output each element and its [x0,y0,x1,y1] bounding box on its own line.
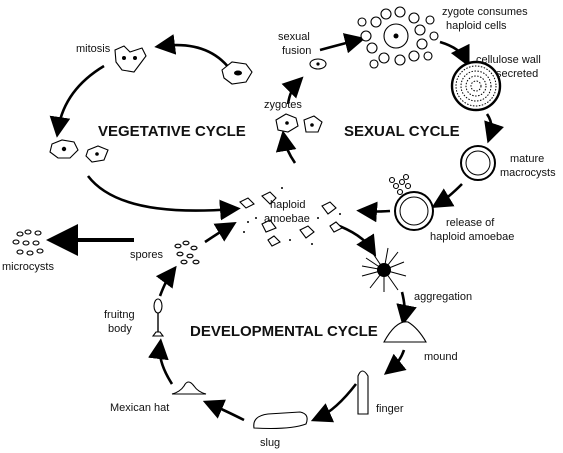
zygote-cluster [357,6,439,69]
arrow-to-zygotes [275,130,297,164]
label-zygote-consumes-1: zygote consumes [442,6,528,18]
arrow-mound-to-finger [383,349,407,375]
arrow-fruiting-to-spores [155,265,177,297]
label-mitosis: mitosis [76,43,111,55]
finger-shape [357,370,369,415]
developmental-cycle-title: DEVELOPMENTAL CYCLE [190,323,378,340]
stage-labels: mitosis zygotes sexual fusion zygote con… [2,6,556,449]
label-mound: mound [424,351,458,363]
label-sexual-fusion-2: fusion [282,45,311,57]
label-mexican-hat: Mexican hat [110,402,169,414]
arrow-release-to-haploid [356,201,391,223]
label-release-1: release of [446,217,495,229]
mitosis-amoeba [114,45,147,73]
label-slug: slug [260,437,280,449]
sexual-fusion-cell [309,58,327,70]
microcysts-group [12,229,44,256]
arrow-vegetative-top [154,34,234,73]
zygote-cells [275,113,323,133]
label-fruiting-2: body [108,323,132,335]
label-mature-macrocysts-2: macrocysts [500,167,556,179]
arrow-zygotes-up [281,76,304,105]
arrow-hat-to-fruiting [148,338,174,385]
label-cellulose-wall-2: secreted [496,68,538,80]
label-zygotes: zygotes [264,99,302,111]
arrow-sexual-fusion [319,33,366,54]
cellulose-wall-cyst [450,60,502,112]
vegetative-cycle-title: VEGETATIVE CYCLE [98,123,246,140]
spores-group [174,240,200,265]
arrow-to-wall [439,40,470,67]
label-haploid-2: amoebae [264,213,310,225]
label-haploid-1: haploid [270,199,305,211]
slug-shape [253,411,308,430]
label-microcysts: microcysts [2,261,54,273]
label-spores: spores [130,249,164,261]
label-release-2: haploid amoebae [430,231,514,243]
cycle-arrows [46,33,504,423]
fruiting-body-shape [151,298,165,337]
mature-macrocyst [460,145,496,181]
arrow-finger-to-slug [310,383,358,423]
label-zygote-consumes-2: haploid cells [446,20,507,32]
arrow-spores-to-haploid [204,221,237,244]
arrow-to-macrocyst [484,113,504,144]
dividing-amoeba [221,61,253,85]
arrow-vegetative-bottom [86,175,241,221]
arrow-to-release [431,183,463,209]
cycle-titles: VEGETATIVE CYCLE SEXUAL CYCLE DEVELOPMEN… [98,123,460,340]
arrow-slug-to-hat [202,399,245,422]
aggregation-center [361,247,407,292]
arrow-vegetative-left [49,64,105,138]
label-mature-macrocysts-1: mature [510,153,544,165]
label-aggregation: aggregation [414,291,472,303]
mexican-hat-shape [171,381,207,395]
vegetative-amoebae-left [49,139,109,163]
arrow-aggregation-to-mound [396,291,417,326]
haploid-amoebae-cluster [239,187,343,247]
label-finger: finger [376,403,404,415]
releasing-macrocyst [388,173,434,231]
label-fruiting-1: fruitng [104,309,135,321]
label-cellulose-wall-1: cellulose wall [476,54,541,66]
mound-shape [383,321,427,343]
sexual-cycle-title: SEXUAL CYCLE [344,123,460,140]
label-sexual-fusion-1: sexual [278,31,310,43]
